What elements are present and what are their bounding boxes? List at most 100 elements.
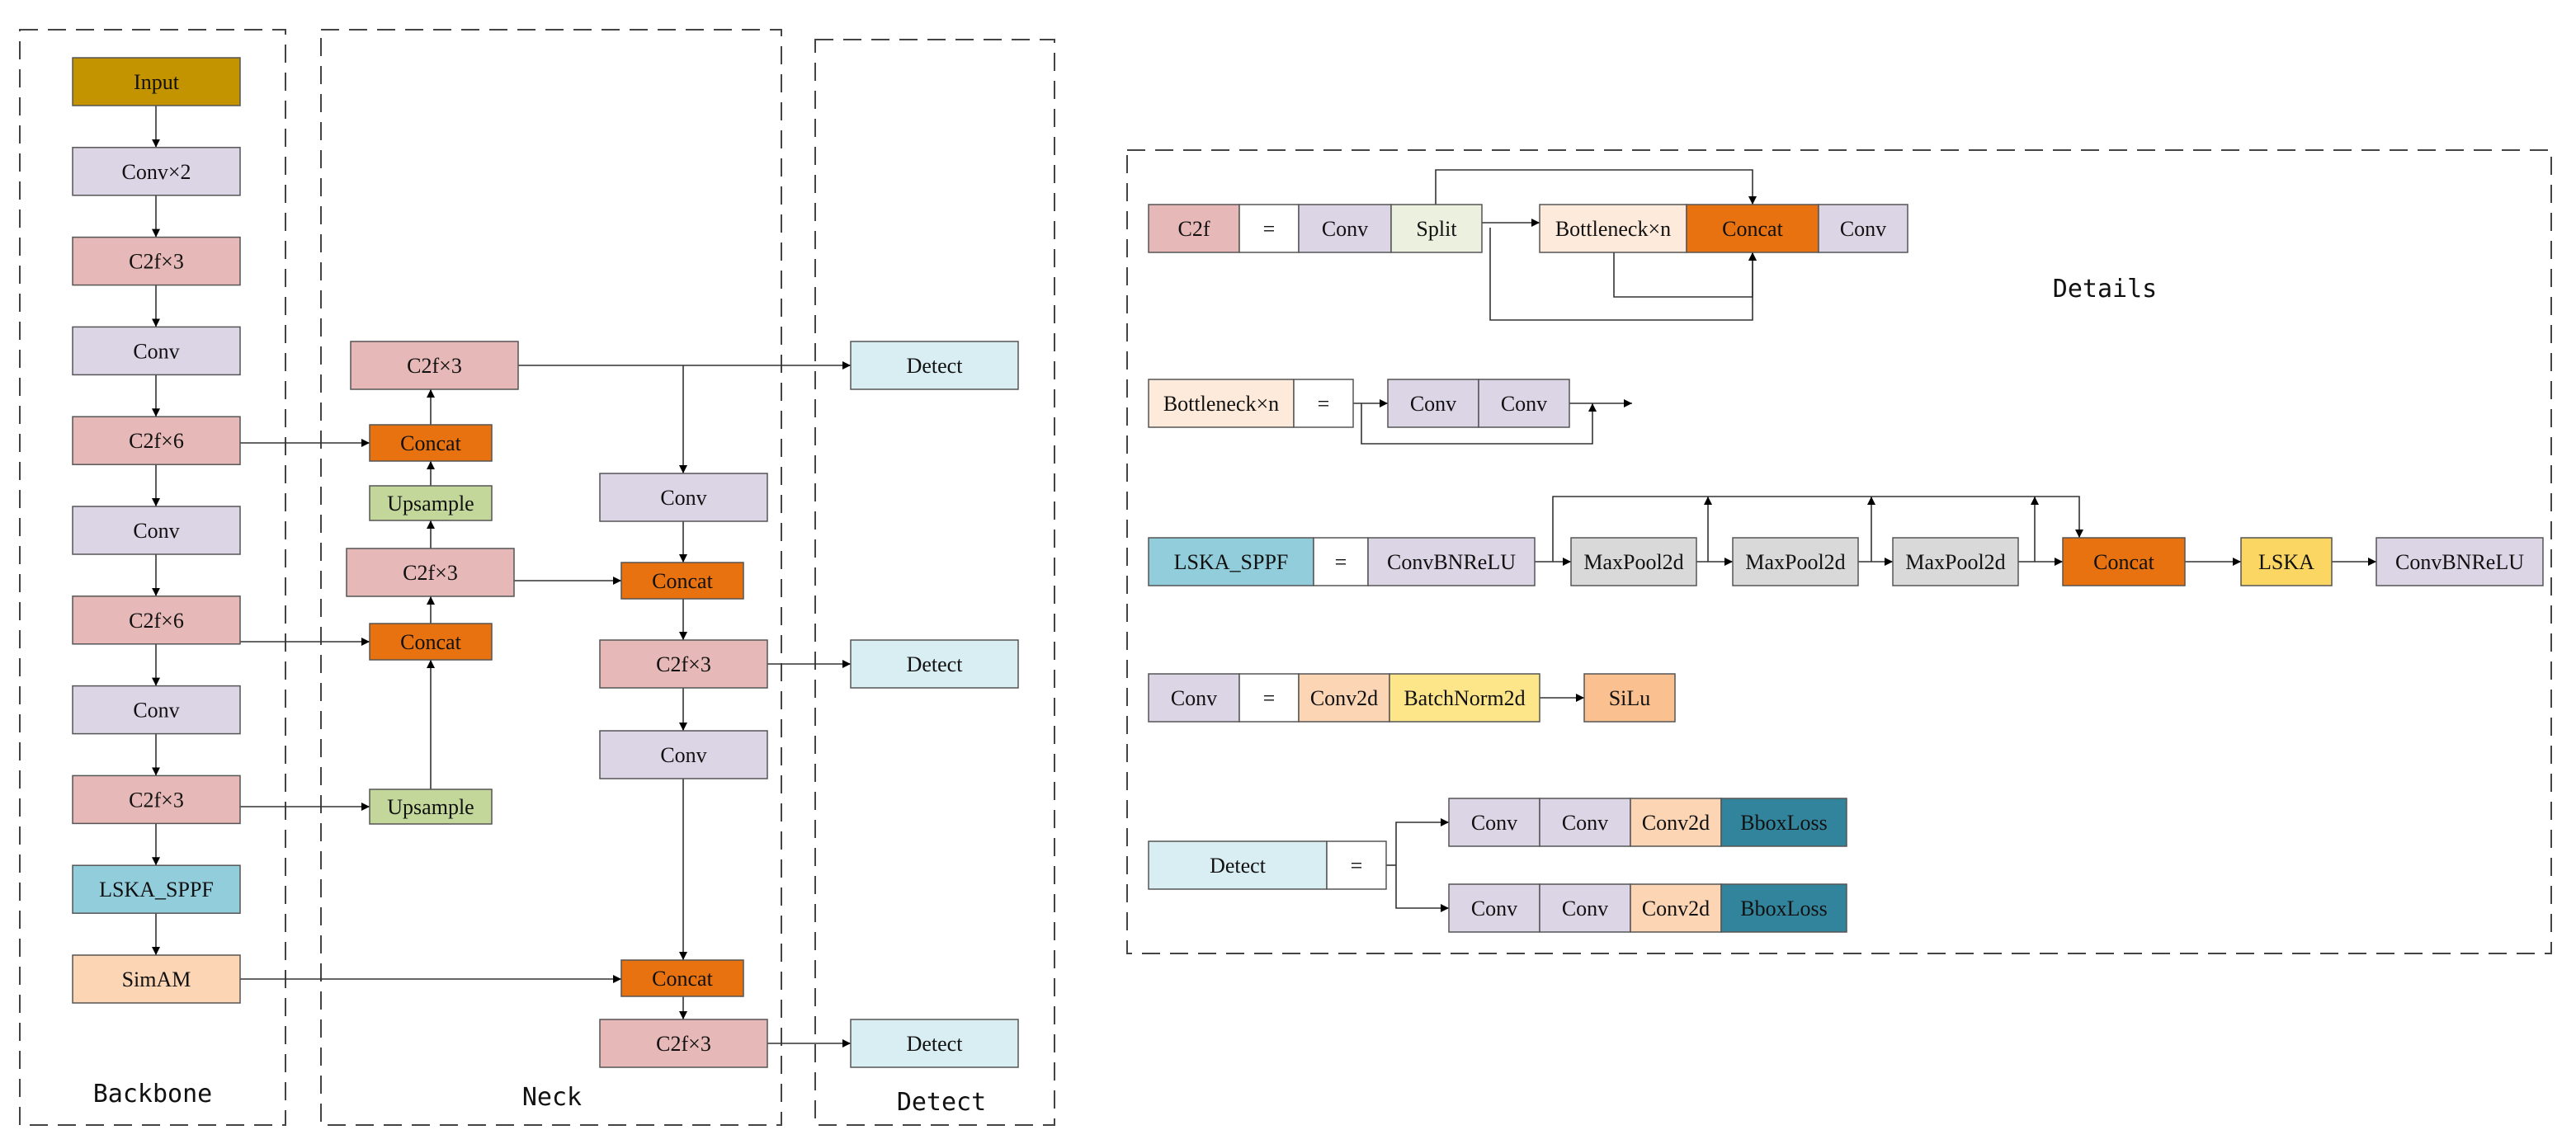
d-detect-a-2-box [1630,798,1722,847]
bb-c2f-x3-b-box [72,774,241,825]
d-bn-0-box [1148,379,1295,428]
detect-title: Detect [897,1088,986,1117]
d-c2f-5-box [1686,204,1819,253]
neck-concat-3-label: Concat [652,569,713,593]
d-c2f-0: C2f [1148,204,1240,253]
bb-simam-box [72,954,241,1004]
neck-conv-2-label: Conv [660,743,706,767]
neck-concat-1-label: Concat [400,431,461,455]
neck-concat-3: Concat [620,562,744,600]
d-lska-8: ConvBNReLU [2375,537,2544,586]
d-c2f-4-box [1539,204,1687,253]
d-detect-a-0-label: Conv [1471,811,1517,835]
d-lska-0-label: LSKA_SPPF [1174,550,1289,574]
d-conv-3: BatchNorm2d [1389,673,1540,723]
neck-concat-4-box [620,959,744,997]
neck-c2f-top: C2f×3 [350,341,519,390]
detect-head-3: Detect [850,1019,1019,1068]
bb-lska-sppf-box [72,864,241,914]
bb-conv-x2-label: Conv×2 [121,160,191,184]
d-c2f-5: Concat [1686,204,1819,253]
d-detect-a-2-label: Conv2d [1642,811,1710,835]
d-c2f-top-bypass [1435,169,1757,205]
neck-c2f-mid-box [346,548,515,597]
d-conv-4-box [1583,673,1676,723]
d-detect-1: = [1326,840,1387,890]
bb-c2f-x3-a-box [72,236,241,286]
detect-frame [814,39,1055,1126]
d-detect-b-0: Conv [1448,883,1540,933]
nodes: InputConv×2C2f×3ConvC2f×6ConvC2f×6ConvC2… [72,57,2544,1068]
d-detect-b-3: BboxLoss [1720,883,1847,933]
d-c2f-6-label: Conv [1840,217,1886,241]
d-conv-2: Conv2d [1298,673,1390,723]
bb-c2f-x3-b: C2f×3 [72,774,241,825]
d-lska-0-box [1148,537,1314,586]
d-detect-a-3-box [1720,798,1847,847]
connections [152,106,2376,1047]
d-bn-3-label: Conv [1501,392,1547,416]
bb-simam: SimAM [72,954,241,1004]
d-detect-0-label: Detect [1210,854,1267,878]
d-lska-3: MaxPool2d [1570,537,1697,586]
d-conv-0: Conv [1148,673,1240,723]
neck-concat-3-box [620,562,744,600]
bb-conv-x2-box [72,147,241,196]
d-lska-5-box [1892,537,2019,586]
d-bn-3: Conv [1478,379,1570,428]
d-detect-b-2-box [1630,883,1722,933]
d-c2f-3-box [1390,204,1483,253]
bb-conv-b-box [72,506,241,555]
detect-head-2-label: Detect [907,652,964,676]
d-c2f-4-label: Bottleneck×n [1555,217,1671,241]
d-bn-2: Conv [1387,379,1479,428]
d-lska-4-box [1732,537,1859,586]
neck-upsample-1: Upsample [369,485,493,521]
neck-title: Neck [522,1083,582,1112]
d-detect-b-0-box [1448,883,1540,933]
neck-c2f-top-box [350,341,519,390]
d-lska-7: LSKA [2240,537,2333,586]
d-lska-0: LSKA_SPPF [1148,537,1314,586]
d-conv-3-label: BatchNorm2d [1404,686,1525,710]
d-c2f-3: Split [1390,204,1483,253]
details-frame [1126,149,2552,954]
neck-concat-2: Concat [369,623,493,661]
d-c2f-1-label: = [1263,217,1276,241]
d-detect-a-1-label: Conv [1562,811,1608,835]
d-detect-1-label: = [1351,854,1363,878]
d-lska-6-box [2062,537,2186,586]
neck-concat-2-label: Concat [400,630,461,654]
details-title: Details [2053,275,2157,304]
bb-conv-x2: Conv×2 [72,147,241,196]
d-conv-1: = [1238,673,1300,723]
bb-lska-sppf: LSKA_SPPF [72,864,241,914]
bb-conv-b-label: Conv [133,519,179,543]
bb-c2f-x6-a-box [72,416,241,465]
neck-concat-1: Concat [369,424,493,462]
d-detect-b-1-label: Conv [1562,897,1608,920]
d-bn-2-box [1387,379,1479,428]
neck-c2f-top-label: C2f×3 [407,354,462,378]
d-detect-b-2: Conv2d [1630,883,1722,933]
bb-input-label: Input [134,70,180,94]
d-lska-4: MaxPool2d [1732,537,1859,586]
detect-head-2-box [850,639,1019,689]
neck-c2f-3-box [599,639,768,689]
neck-conv-1-label: Conv [660,486,706,510]
detect-head-1-box [850,341,1019,390]
d-lska-5-label: MaxPool2d [1905,550,2005,574]
d-lska-1-label: = [1335,550,1347,574]
d-lska-3-label: MaxPool2d [1583,550,1683,574]
bb-c2f-x6-b: C2f×6 [72,596,241,645]
d-bn-1: = [1293,379,1354,428]
bb-c2f-x3-a-label: C2f×3 [129,250,184,274]
neck-upsample-1-label: Upsample [387,492,474,516]
bb-conv-a-label: Conv [133,339,179,363]
detect-head-1: Detect [850,341,1019,390]
d-detect-1-box [1326,840,1387,890]
d-lska-3-box [1570,537,1697,586]
d-c2f-0-label: C2f [1178,217,1210,241]
neck-c2f-3-label: C2f×3 [656,652,711,676]
